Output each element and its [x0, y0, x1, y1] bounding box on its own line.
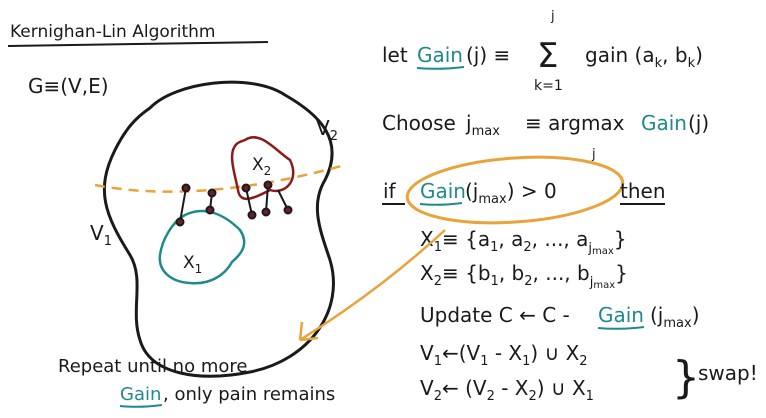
node — [181, 183, 191, 193]
svg-text:if: if — [383, 179, 397, 203]
v1-label: V1 — [90, 221, 112, 249]
swap-label: swap! — [698, 361, 758, 385]
svg-text:, only pain remains: , only pain remains — [163, 384, 335, 405]
swap-brace: } — [672, 352, 700, 403]
node — [175, 217, 185, 227]
svg-text:Gain: Gain — [641, 111, 687, 135]
cross-edge — [265, 184, 269, 213]
svg-text:(j) ≡: (j) ≡ — [466, 43, 510, 67]
condition-highlight-ellipse — [405, 155, 625, 225]
x2-label: X2 — [252, 155, 271, 178]
svg-text:k=1: k=1 — [534, 78, 563, 94]
gain-definition-line: let Gain (j) ≡ j Σ k=1 gain (ak, bk) — [382, 9, 703, 94]
repeat-note: Repeat until no more Gain , only pain re… — [58, 356, 335, 408]
update-line: Update C ← C - Gain (jmax) — [420, 303, 700, 331]
x2-definition: X2≡ {b1, b2, ..., bjmax} — [420, 261, 628, 291]
svg-text:j: j — [591, 147, 596, 162]
graph-outline — [102, 80, 335, 378]
v2-update: V2← (V2 - X2) ∪ X1 — [420, 376, 594, 404]
sum-symbol: Σ — [537, 36, 558, 76]
svg-text:(j): (j) — [688, 111, 709, 135]
svg-text:Choose: Choose — [382, 111, 456, 135]
graph-definition: G≡(V,E) — [28, 74, 109, 98]
svg-text:(jmax) > 0: (jmax) > 0 — [465, 179, 557, 207]
svg-text:gain (ak, bk): gain (ak, bk) — [585, 43, 703, 71]
svg-text:Update C ← C -: Update C ← C - — [420, 303, 570, 327]
node — [205, 205, 215, 215]
node — [261, 207, 271, 217]
if-condition-line: if Gain (jmax) > 0 then — [382, 155, 666, 225]
svg-text:then: then — [620, 179, 666, 203]
repeat-arrow — [299, 229, 446, 342]
cross-edges — [175, 180, 293, 227]
svg-text:Gain: Gain — [120, 384, 161, 405]
svg-text:let: let — [382, 43, 408, 67]
cross-edge — [245, 187, 253, 216]
partition-cut-line — [94, 163, 346, 193]
v1-update: V1←(V1 - X1) ∪ X2 — [420, 341, 588, 369]
x1-definition: X1≡ {a1, a2, ..., ajmax} — [420, 227, 627, 257]
svg-text:≡ argmax: ≡ argmax — [525, 111, 625, 135]
svg-text:j: j — [550, 9, 555, 24]
v2-label: V2 — [316, 116, 338, 144]
svg-text:Gain: Gain — [420, 179, 466, 203]
repeat-arrow-head — [298, 321, 319, 342]
title: Kernighan-Lin Algorithm — [10, 22, 215, 42]
node — [207, 188, 217, 198]
node — [241, 183, 251, 193]
cross-edge — [179, 187, 187, 223]
node — [283, 205, 293, 215]
x1-label: X1 — [183, 253, 202, 276]
x1-subset-outline — [158, 209, 246, 285]
node — [263, 180, 273, 190]
node — [247, 210, 257, 220]
svg-text:Repeat until no more: Repeat until no more — [58, 356, 247, 377]
choose-line: Choose jmax ≡ argmax Gain (j) j — [382, 111, 709, 162]
svg-text:jmax: jmax — [465, 111, 500, 139]
gain-word: Gain — [417, 43, 463, 67]
svg-text:(jmax): (jmax) — [650, 303, 700, 331]
svg-text:Gain: Gain — [598, 303, 644, 327]
title-underline — [7, 41, 269, 47]
